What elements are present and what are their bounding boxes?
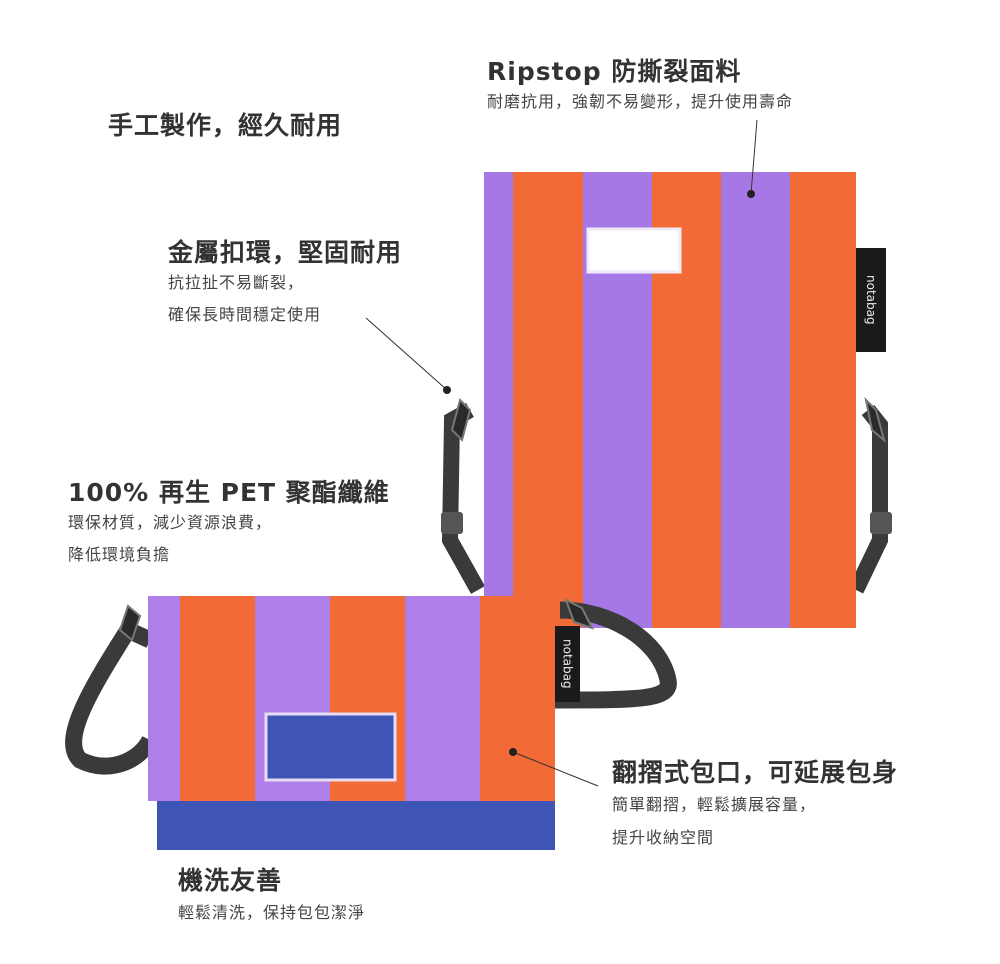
callout-fold — [512, 751, 599, 787]
top-bag — [484, 172, 856, 628]
metal-hook-bottom-left — [118, 604, 142, 642]
strap-buckle-right — [870, 512, 892, 534]
handmade-title: 手工製作，經久耐用 — [108, 111, 343, 140]
brand-tag-top: notabag — [856, 248, 886, 352]
bottom-bag-strap-left — [65, 619, 158, 775]
washable-title: 機洗友善 — [178, 866, 283, 895]
recycled-pet-desc-2: 降低環境負擔 — [68, 545, 171, 564]
callout-metal-ring — [365, 317, 448, 391]
ripstop-title: Ripstop 防撕裂面料 — [487, 57, 742, 86]
recycled-pet-desc-1: 環保材質，減少資源浪費， — [68, 513, 273, 532]
bottom-bag — [148, 596, 555, 850]
metal-ring-desc-1: 抗拉扯不易斷裂， — [168, 273, 305, 292]
strap-buckle-left — [441, 512, 463, 534]
top-bag-handle-cutout — [586, 227, 682, 274]
ripstop-desc: 耐磨抗用，強韌不易變形，提升使用壽命 — [487, 92, 794, 111]
brand-tag-bottom: notabag — [555, 626, 580, 702]
callout-ripstop — [750, 119, 758, 195]
bottom-bag-strap-right — [554, 601, 677, 709]
metal-ring-desc-2: 確保長時間穩定使用 — [168, 305, 322, 324]
fold-opening-title: 翻摺式包口，可延展包身 — [612, 758, 899, 787]
metal-hook-right — [864, 396, 886, 443]
top-bag-strap-right — [848, 405, 888, 594]
washable-desc: 輕鬆清洗，保持包包潔淨 — [178, 903, 366, 922]
metal-ring-title: 金屬扣環，堅固耐用 — [168, 238, 403, 267]
bottom-bag-window — [264, 712, 397, 782]
metal-hook-left — [450, 398, 472, 442]
metal-hook-bottom-right — [564, 597, 594, 630]
fold-opening-desc-2: 提升收納空間 — [612, 828, 715, 847]
top-bag-strap — [441, 403, 485, 594]
recycled-pet-title: 100% 再生 PET 聚酯纖維 — [68, 478, 390, 507]
fold-opening-desc-1: 簡單翻摺，輕鬆擴展容量， — [612, 795, 817, 814]
